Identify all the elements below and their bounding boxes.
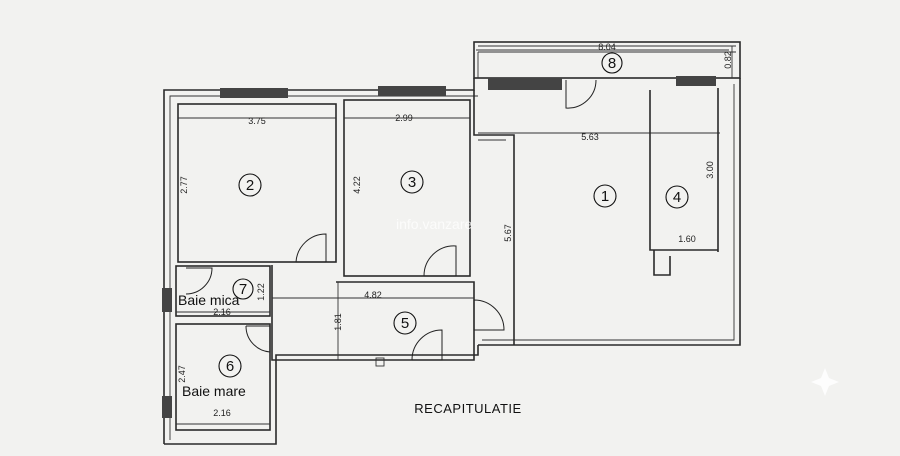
room-number-5-marker: 5	[393, 311, 417, 335]
windows	[162, 76, 716, 418]
room-number-6-marker: 6	[218, 354, 242, 378]
room-5-walls	[271, 265, 475, 361]
room-4-walls	[649, 88, 719, 276]
room-number-4-marker: 4	[665, 185, 689, 209]
sparkle-icon	[811, 368, 839, 396]
room-number-2-marker: 2	[238, 173, 262, 197]
dim-bath-small-width: 2.16	[213, 307, 231, 317]
dim-room4-width: 1.60	[678, 234, 696, 244]
dim-room3-depth: 4.22	[352, 176, 362, 194]
dim-hall-depth: 1.81	[333, 313, 343, 331]
room-number-8-marker: 8	[601, 52, 623, 74]
dim-room1-depth: 5.67	[503, 224, 513, 242]
dim-room4-depth: 3.00	[705, 161, 715, 179]
room-3-walls	[343, 99, 471, 277]
room-number-2: 2	[246, 177, 254, 194]
room-name-baie-mica: Baie mica	[178, 292, 240, 308]
room-number-4: 4	[673, 189, 681, 206]
dim-hall-length: 4.82	[364, 290, 382, 300]
room-number-1-marker: 1	[593, 184, 617, 208]
watermark-text: info.vanzare	[396, 216, 472, 232]
room-1-walls	[473, 90, 720, 345]
room-6-walls	[175, 323, 271, 431]
outer-walls	[163, 78, 741, 445]
dim-bath-small-depth: 1.22	[256, 283, 266, 301]
doors	[185, 79, 597, 367]
plan-title: RECAPITULATIE	[414, 401, 521, 416]
dim-room3-width: 2.99	[395, 113, 413, 123]
dim-room2-width: 3.75	[248, 116, 266, 126]
dim-balcony-depth: 0.82	[723, 51, 733, 69]
room-number-7: 7	[239, 281, 247, 298]
room-name-baie-mare: Baie mare	[182, 383, 246, 399]
dim-room2-depth: 2.77	[179, 176, 189, 194]
balcony-8	[473, 41, 741, 79]
dim-bath-big-width: 2.16	[213, 408, 231, 418]
room-number-5: 5	[401, 315, 409, 332]
dim-bath-big-depth: 2.47	[177, 365, 187, 383]
room-number-3-marker: 3	[400, 170, 424, 194]
dim-room1-width: 5.63	[581, 132, 599, 142]
room-number-6: 6	[226, 358, 234, 375]
room-2-walls	[177, 103, 337, 263]
room-number-8: 8	[608, 55, 616, 72]
room-number-7-marker: 7	[232, 278, 254, 300]
room-number-1: 1	[601, 188, 609, 205]
dimension-labels: 8.04 0.82 5.63 5.67 3.00 1.60 3.75 2.77 …	[177, 42, 733, 418]
room-number-3: 3	[408, 174, 416, 191]
dim-balcony-length: 8.04	[598, 42, 616, 52]
room-7-walls	[175, 265, 271, 317]
